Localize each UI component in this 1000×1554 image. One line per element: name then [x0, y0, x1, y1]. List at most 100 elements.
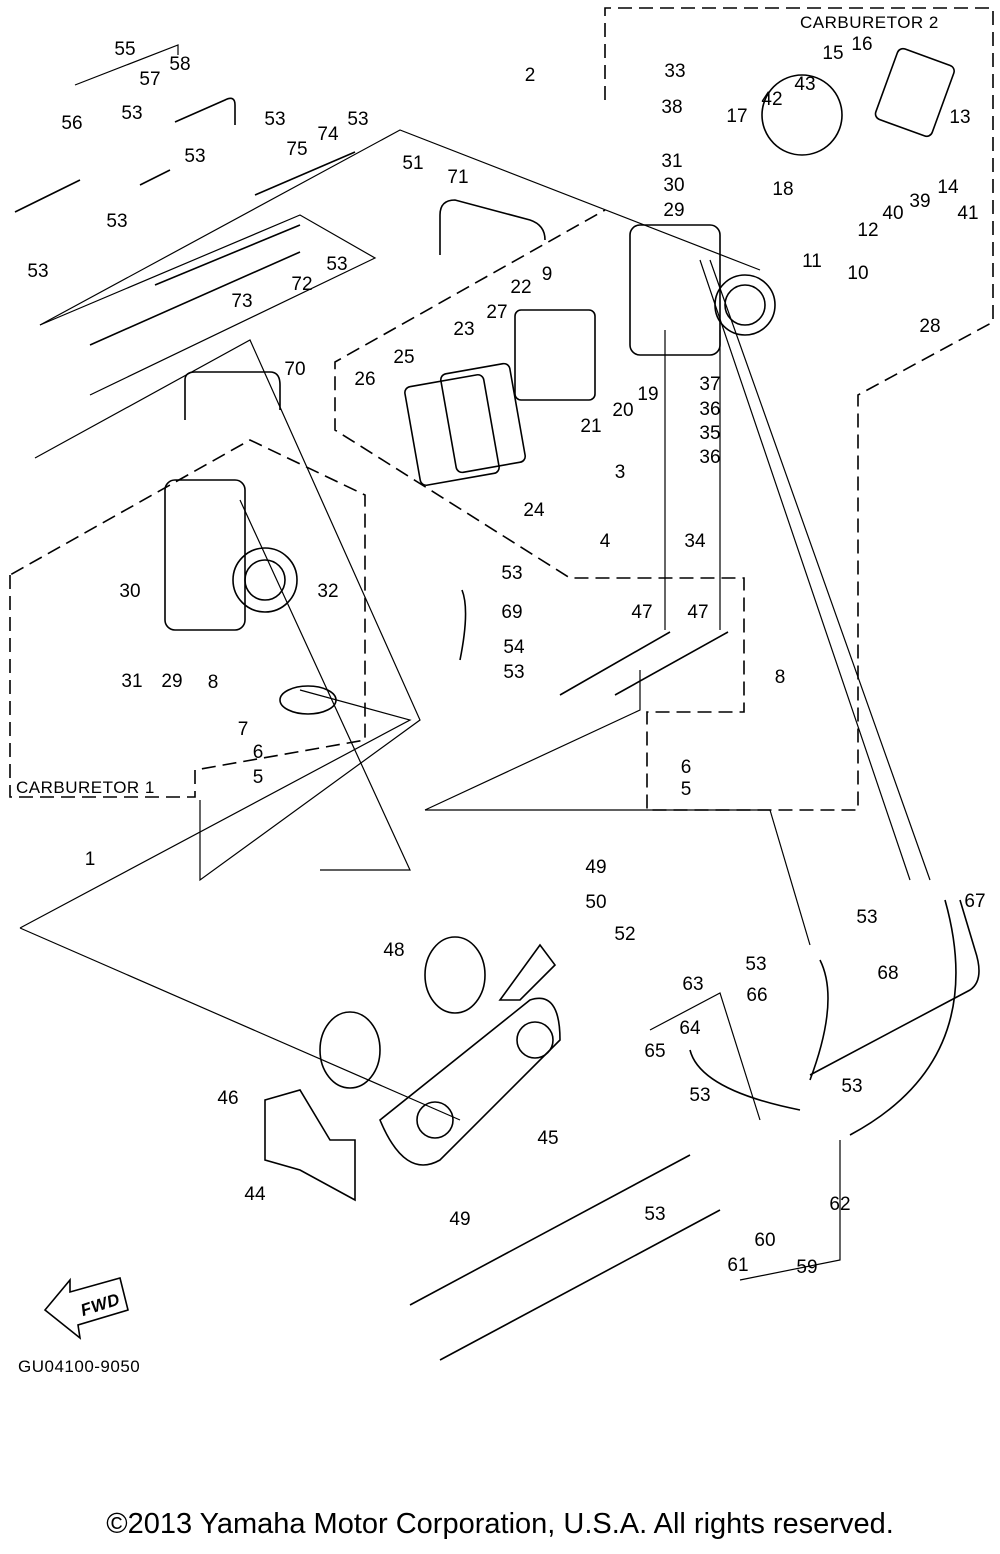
part-number-label: 43: [794, 74, 815, 95]
part-number-label: 64: [679, 1018, 701, 1039]
part-number-label: 63: [682, 974, 703, 995]
part-number-label: 31: [121, 671, 142, 692]
part-number-label: 45: [537, 1128, 558, 1149]
part-number-label: 55: [114, 39, 135, 60]
part-number-label: 71: [447, 167, 468, 188]
part-number-label: 30: [119, 581, 140, 602]
top-left-box: [39, 214, 377, 396]
part-number-label: 48: [383, 940, 404, 961]
drawing-code: GU04100-9050: [18, 1357, 140, 1376]
part-number-label: 38: [661, 97, 682, 118]
gasket-48b: [424, 936, 486, 1014]
part-number-label: 19: [637, 384, 658, 405]
part-number-label: 40: [882, 203, 903, 224]
assembly-leader: [34, 339, 421, 882]
part-number-label: 62: [829, 1194, 850, 1215]
manifold-port: [416, 1101, 454, 1139]
part-number-label: 35: [699, 423, 720, 444]
hose-56: [14, 179, 81, 213]
part-number-label: 6: [253, 742, 264, 763]
hose-72: [89, 251, 301, 346]
part-number-label: 53: [856, 907, 877, 928]
part-number-label: 53: [121, 103, 142, 124]
part-number-label: 74: [317, 124, 339, 145]
part-number-label: 8: [775, 667, 786, 688]
fuel-hose-66: [809, 959, 829, 1081]
part-number-label: 53: [184, 146, 205, 167]
carburetor-2-bore: [714, 274, 776, 336]
fwd-arrow-icon: FWD: [43, 1277, 129, 1340]
part-number-label: 57: [139, 69, 160, 90]
part-number-label: 24: [523, 500, 545, 521]
bracket-52: [498, 943, 557, 1001]
part-number-label: 53: [689, 1085, 710, 1106]
part-number-label: 23: [453, 319, 474, 340]
gasket-48a: [319, 1011, 381, 1089]
part-number-label: 53: [106, 211, 127, 232]
part-number-label: 17: [726, 106, 747, 127]
part-number-label: 53: [644, 1204, 665, 1225]
pump-cover-25: [404, 373, 500, 487]
part-number-label: 52: [614, 924, 635, 945]
part-number-label: 20: [612, 400, 633, 421]
part-number-label: 36: [699, 447, 720, 468]
part-number-label: 36: [699, 399, 720, 420]
part-number-label: 53: [501, 563, 522, 584]
part-number-label: 67: [964, 891, 985, 912]
part-number-label: 9: [542, 264, 553, 285]
part-number-label: 53: [503, 662, 524, 683]
part-number-label: 60: [754, 1230, 775, 1251]
part-number-label: 1: [85, 849, 96, 870]
part-number-label: 13: [949, 107, 970, 128]
part-number-label: 50: [585, 892, 606, 913]
part-number-label: 27: [486, 302, 507, 323]
carburetor-1-bore: [232, 547, 298, 613]
manifold-45: [379, 997, 561, 1166]
part-number-label: 53: [745, 954, 766, 975]
part-number-label: 54: [503, 637, 525, 658]
link-rod-47a: [559, 631, 671, 696]
assembly-leader: [424, 670, 641, 811]
part-number-label: 14: [937, 177, 959, 198]
link-rod-47b: [614, 631, 729, 696]
part-number-label: 12: [857, 220, 878, 241]
part-number-label: 10: [847, 263, 868, 284]
part-number-label: 16: [851, 34, 872, 55]
part-number-label: 15: [822, 43, 843, 64]
part-number-label: 51: [402, 153, 423, 174]
part-number-label: 4: [600, 531, 611, 552]
copyright-notice: ©2013 Yamaha Motor Corporation, U.S.A. A…: [106, 1508, 894, 1540]
carburetor-1-bore-inner: [244, 559, 286, 601]
hose-73: [154, 224, 301, 286]
part-number-label: 22: [510, 277, 531, 298]
carburetor-2-bore-inner: [724, 284, 766, 326]
part-number-label: 66: [746, 985, 767, 1006]
hose-69: [459, 589, 467, 661]
carburetor-2-body: [629, 224, 721, 356]
part-number-label: 44: [244, 1184, 266, 1205]
assembly-leader: [239, 499, 411, 871]
part-number-label: 61: [727, 1255, 748, 1276]
part-number-label: 46: [217, 1088, 238, 1109]
part-number-label: 30: [663, 175, 684, 196]
part-number-label: 72: [291, 274, 312, 295]
part-number-label: 2: [525, 65, 536, 86]
part-number-label: 8: [208, 672, 219, 693]
part-number-label: 56: [61, 113, 82, 134]
hose-58: [174, 97, 236, 125]
carburetor-1-boundary: [9, 439, 366, 798]
diaphragm-15: [761, 74, 843, 156]
part-number-label: 29: [161, 671, 182, 692]
cover-16: [874, 47, 955, 138]
part-number-label: 32: [317, 581, 338, 602]
part-number-label: 69: [501, 602, 522, 623]
part-number-label: 47: [687, 602, 708, 623]
hose-57: [139, 169, 171, 186]
part-number-label: 41: [957, 203, 978, 224]
pump-body-22: [514, 309, 596, 401]
part-number-label: 31: [661, 151, 682, 172]
leader: [709, 259, 931, 881]
part-number-label: 73: [231, 291, 252, 312]
part-number-label: 49: [449, 1209, 470, 1230]
carburetor-2-label: CARBURETOR 2: [800, 13, 939, 32]
